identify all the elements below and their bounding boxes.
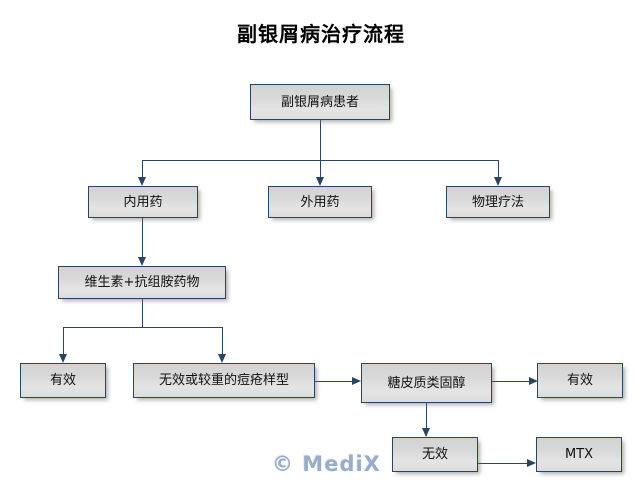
node-topical-med[interactable]: 外用药 bbox=[268, 186, 372, 218]
node-corticosteroid[interactable]: 糖皮质类固醇 bbox=[361, 363, 492, 403]
page-title: 副银屑病治疗流程 bbox=[237, 22, 405, 46]
arrowhead-to-phototherapy bbox=[494, 177, 502, 186]
node-ineffective-severe-label: 无效或较重的痘疮样型 bbox=[158, 373, 289, 388]
edge-to-ineffective-severe bbox=[222, 327, 223, 355]
arrowhead-to-ineffective-severe bbox=[218, 354, 226, 363]
watermark: © MediX bbox=[272, 452, 381, 476]
arrowhead-severe-to-corticosteroid bbox=[352, 377, 361, 385]
edge-corticosteroid-to-ineffective bbox=[426, 403, 427, 436]
node-patient[interactable]: 副银屑病患者 bbox=[250, 84, 390, 120]
arrowhead-to-internal-med bbox=[138, 177, 146, 186]
node-internal-med[interactable]: 内用药 bbox=[88, 186, 198, 218]
arrowhead-ineffective-to-mtx bbox=[527, 459, 536, 467]
node-corticosteroid-label: 糖皮质类固醇 bbox=[387, 375, 466, 391]
arrowhead-internal-to-vitamin bbox=[138, 257, 146, 266]
node-ineffective-severe[interactable]: 无效或较重的痘疮样型 bbox=[133, 363, 315, 398]
node-ineffective-label: 无效 bbox=[421, 447, 448, 462]
node-effective-right[interactable]: 有效 bbox=[537, 363, 623, 398]
edge-internal-to-vitamin bbox=[142, 218, 143, 264]
arrowhead-corticosteroid-to-effective bbox=[529, 377, 538, 385]
arrowhead-corticosteroid-to-ineffective bbox=[422, 428, 430, 437]
node-effective-left-label: 有效 bbox=[49, 373, 76, 388]
node-phototherapy[interactable]: 物理疗法 bbox=[446, 186, 550, 218]
edge-corticosteroid-to-effective bbox=[492, 381, 536, 382]
edge-to-phototherapy bbox=[498, 160, 499, 178]
arrowhead-to-effective-left bbox=[59, 354, 67, 363]
node-vitamin-antihistamine[interactable]: 维生素+抗组胺药物 bbox=[58, 266, 226, 299]
edge-patient-stem bbox=[320, 120, 321, 160]
edge-to-internal-med bbox=[142, 160, 143, 178]
edge-to-effective-left bbox=[63, 327, 64, 355]
node-topical-med-label: 外用药 bbox=[300, 194, 340, 210]
node-effective-left[interactable]: 有效 bbox=[20, 363, 106, 398]
node-ineffective[interactable]: 无效 bbox=[392, 437, 478, 472]
node-effective-right-label: 有效 bbox=[566, 373, 593, 388]
node-phototherapy-label: 物理疗法 bbox=[471, 194, 524, 210]
edge-vitamin-bus bbox=[63, 327, 223, 328]
edge-vitamin-stem bbox=[142, 299, 143, 327]
node-mtx[interactable]: MTX bbox=[536, 437, 622, 472]
node-internal-med-label: 内用药 bbox=[123, 194, 163, 210]
node-mtx-label: MTX bbox=[564, 447, 594, 462]
arrowhead-to-topical-med bbox=[316, 177, 324, 186]
node-vitamin-antihistamine-label: 维生素+抗组胺药物 bbox=[84, 275, 200, 290]
edge-to-topical-med bbox=[320, 160, 321, 178]
node-patient-label: 副银屑病患者 bbox=[280, 94, 359, 110]
edge-ineffective-to-mtx bbox=[478, 463, 534, 464]
edge-severe-to-corticosteroid bbox=[315, 381, 359, 382]
